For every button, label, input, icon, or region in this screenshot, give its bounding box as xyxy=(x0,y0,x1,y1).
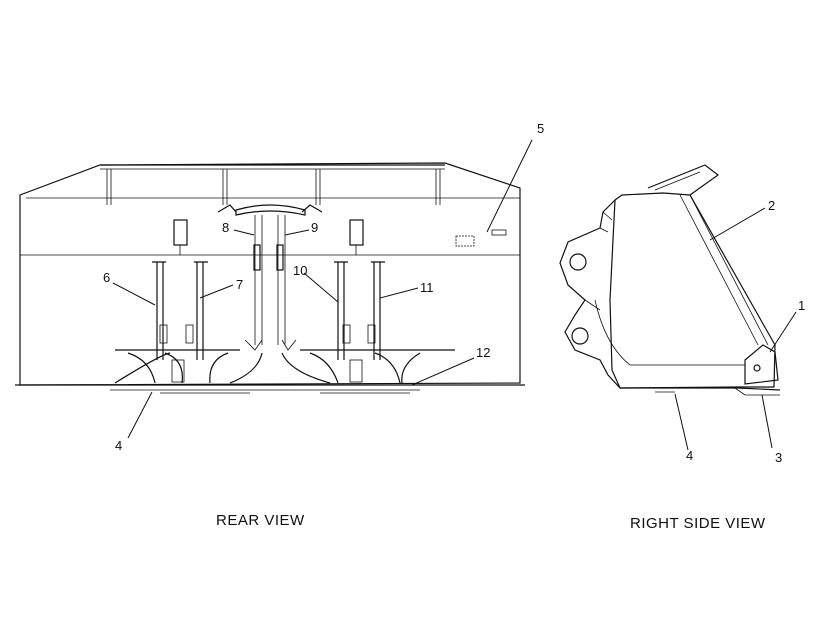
callout-1: 1 xyxy=(798,298,805,313)
side-view-leaders xyxy=(674,207,797,451)
callout-9: 9 xyxy=(311,220,318,235)
callout-4-side: 4 xyxy=(686,448,693,463)
rear-view-drawing xyxy=(15,162,525,394)
callout-10: 10 xyxy=(293,263,307,278)
side-view-drawing xyxy=(559,164,781,396)
callout-6: 6 xyxy=(103,270,110,285)
callout-5: 5 xyxy=(537,121,544,136)
callout-2: 2 xyxy=(768,198,775,213)
callout-3: 3 xyxy=(775,450,782,465)
rear-view-leaders xyxy=(112,139,533,439)
side-view-caption: RIGHT SIDE VIEW xyxy=(630,515,766,532)
callout-4-rear: 4 xyxy=(115,438,122,453)
callout-7: 7 xyxy=(236,277,243,292)
callout-8: 8 xyxy=(222,220,229,235)
callout-labels: 5 6 7 8 9 10 11 12 4 1 2 3 4 xyxy=(103,121,805,465)
callout-12: 12 xyxy=(476,345,490,360)
callout-11: 11 xyxy=(420,280,434,295)
rear-view-caption: REAR VIEW xyxy=(216,512,305,529)
